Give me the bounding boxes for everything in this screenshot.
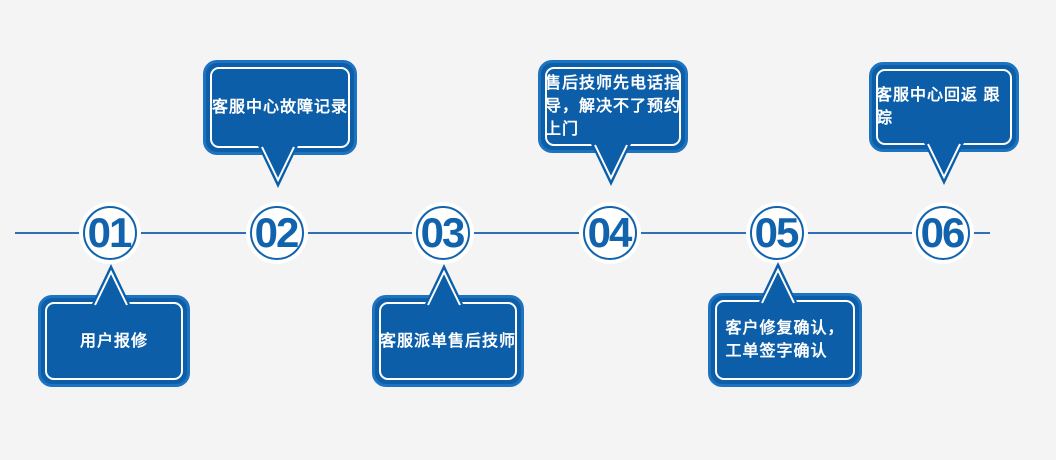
step-5-ring: 05: [750, 206, 804, 260]
step-5-callout-text: 客户修复确认， 工单签字确认: [711, 296, 859, 384]
step-1-circle: 01: [79, 202, 141, 264]
step-4-number: 04: [587, 209, 633, 256]
step-1-callout: 用户报修: [38, 264, 190, 387]
step-3-callout: 客服派单售后技师: [372, 264, 524, 387]
step-2-circle: 02: [246, 202, 308, 264]
bubble-tail-up-icon: [91, 264, 131, 306]
step-2-callout: 客服中心故障记录: [203, 60, 357, 188]
callout-label: 客服派单售后技师: [380, 332, 517, 350]
timeline-line: [15, 232, 990, 234]
step-3-circle: 03: [412, 202, 474, 264]
callout-label: 客服中心故障记录: [212, 99, 349, 116]
callout-label: 客户修复确认， 工单签字确认: [725, 320, 845, 360]
callout-label: 用户报修: [79, 332, 148, 350]
step-1-ring: 01: [83, 206, 137, 260]
step-6-circle: 06: [912, 202, 974, 264]
step-2-number: 02: [254, 209, 300, 256]
step-4-ring: 04: [583, 206, 637, 260]
bubble-tail-up-icon: [424, 264, 464, 306]
step-3-callout-text: 客服派单售后技师: [375, 298, 521, 384]
step-5-callout: 客户修复确认， 工单签字确认: [708, 262, 862, 387]
step-6-callout: 客服中心回返 跟踪: [869, 62, 1019, 185]
callout-label: 客服中心回返 跟踪: [876, 87, 1001, 127]
step-3-ring: 03: [416, 206, 470, 260]
step-4-circle: 04: [579, 202, 641, 264]
step-3-number: 03: [420, 209, 466, 256]
bubble-tail-down-icon: [258, 146, 298, 188]
step-6-ring: 06: [916, 206, 970, 260]
callout-label: 售后技师先电话指 导，解决不了预约 上门: [545, 75, 682, 138]
step-4-callout: 售后技师先电话指 导，解决不了预约 上门: [538, 60, 688, 186]
step-4-callout-text: 售后技师先电话指 导，解决不了预约 上门: [541, 63, 685, 150]
step-1-number: 01: [87, 209, 133, 256]
step-6-callout-text: 客服中心回返 跟踪: [872, 65, 1016, 149]
step-5-number: 05: [754, 209, 800, 256]
step-5-circle: 05: [746, 202, 808, 264]
bubble-tail-down-icon: [591, 144, 631, 186]
step-6-number: 06: [920, 209, 966, 256]
step-2-ring: 02: [250, 206, 304, 260]
step-1-callout-text: 用户报修: [41, 298, 187, 384]
step-2-callout-text: 客服中心故障记录: [206, 63, 354, 152]
bubble-tail-up-icon: [758, 262, 798, 304]
bubble-tail-down-icon: [924, 143, 964, 185]
